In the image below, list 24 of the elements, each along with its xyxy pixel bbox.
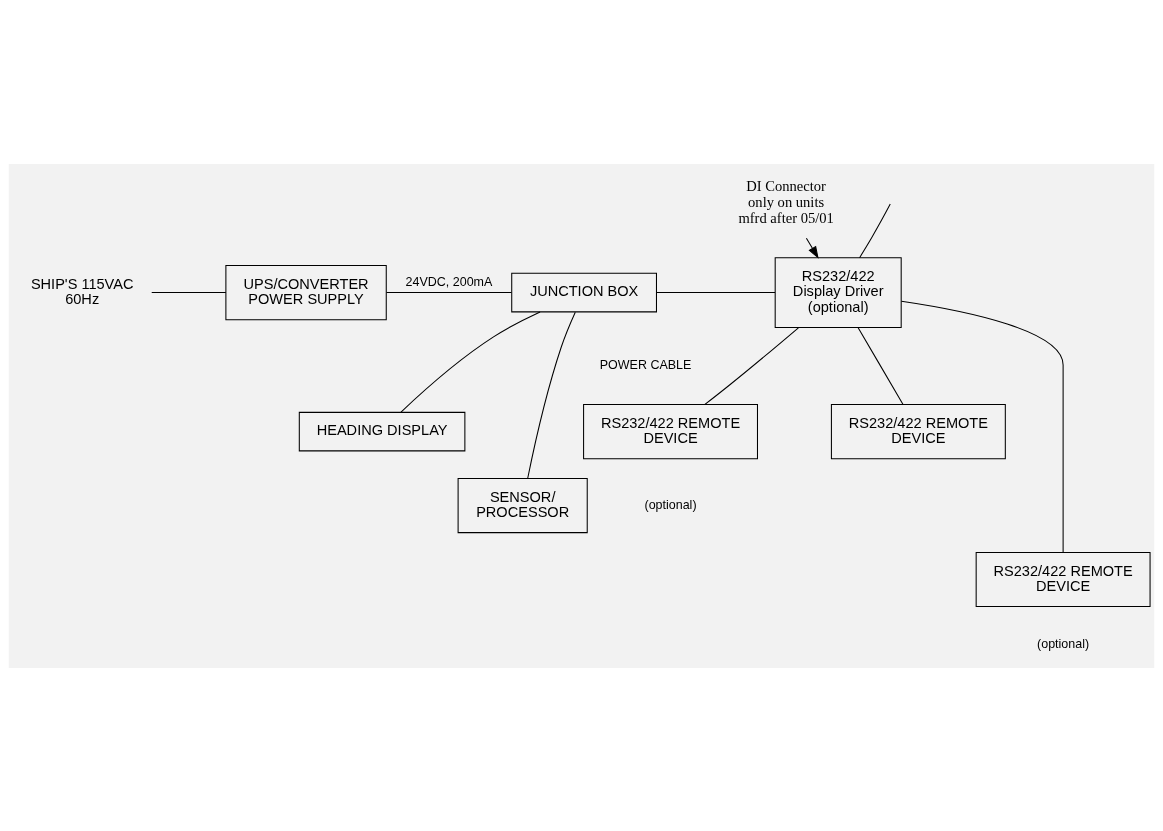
connector bbox=[857, 326, 904, 405]
node-box: RS232/422 REMOTE DEVICE bbox=[975, 551, 1151, 607]
node-box: JUNCTION BOX bbox=[511, 272, 657, 312]
connector bbox=[656, 291, 776, 293]
label: (optional) bbox=[644, 497, 697, 512]
node-box: SENSOR/ PROCESSOR bbox=[457, 477, 588, 533]
node-box: RS232/422 REMOTE DEVICE bbox=[583, 403, 758, 459]
connector bbox=[859, 203, 891, 258]
connector bbox=[151, 291, 227, 293]
node-box: UPS/CONVERTER POWER SUPPLY bbox=[225, 264, 387, 320]
arrow bbox=[805, 237, 819, 259]
connector bbox=[527, 311, 576, 479]
connector bbox=[400, 310, 541, 413]
node-box: HEADING DISPLAY bbox=[298, 411, 466, 451]
connector bbox=[704, 326, 799, 405]
label: (optional) bbox=[1037, 636, 1090, 651]
node-box: RS232/422 Display Driver (optional) bbox=[774, 256, 902, 328]
node-text: DI Connector only on units mfrd after 05/01 bbox=[738, 177, 834, 226]
node-text: SHIP'S 115VAC 60Hz bbox=[30, 275, 134, 307]
connector bbox=[900, 300, 1064, 553]
edge-label: 24VDC, 200mA bbox=[405, 274, 493, 289]
node-box: RS232/422 REMOTE DEVICE bbox=[830, 403, 1006, 459]
label: POWER CABLE bbox=[599, 357, 692, 372]
connector bbox=[385, 291, 512, 293]
